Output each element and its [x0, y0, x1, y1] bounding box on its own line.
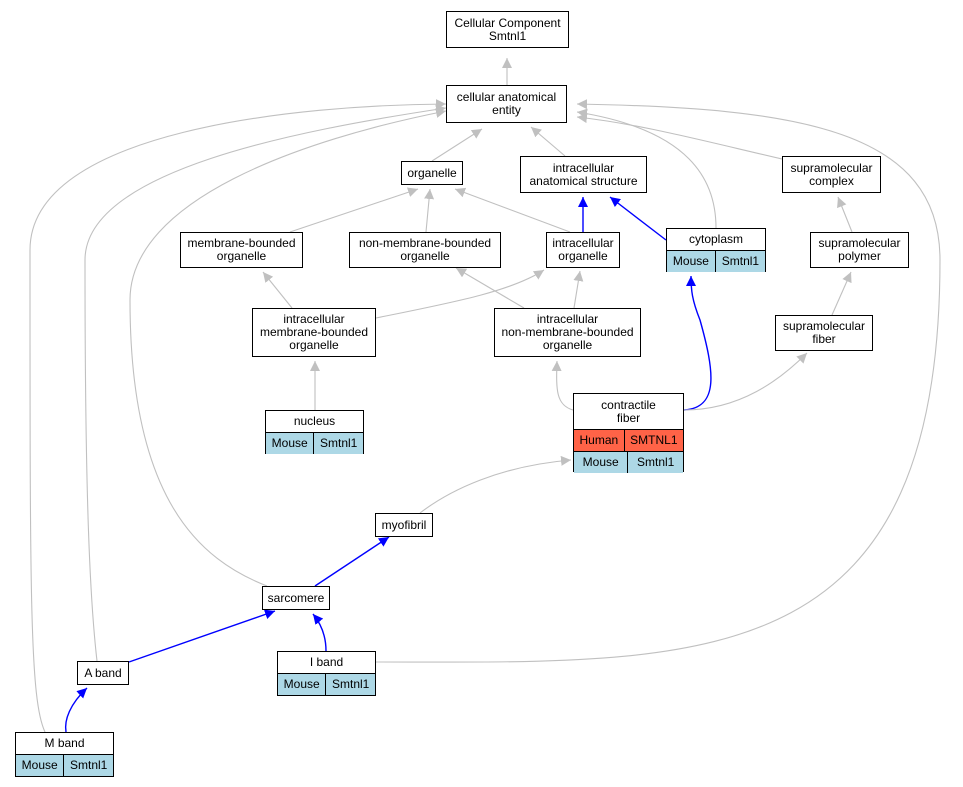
edge-mbo-to-organelle	[289, 187, 419, 233]
node-io[interactable]: intracellular organelle	[546, 232, 620, 268]
node-root[interactable]: Cellular Component Smtnl1	[446, 11, 569, 48]
node-organelle[interactable]: organelle	[401, 161, 463, 185]
edge-mband-to-aband	[64, 687, 88, 733]
edge-sarcomere-to-myofibril	[314, 536, 390, 587]
edge-cfiber-to-supraf	[683, 352, 808, 411]
edge-supraf-to-suprap	[831, 271, 852, 316]
node-label: supramolecular polymer	[818, 236, 901, 263]
node-label: intracellular non-membrane-bounded organ…	[501, 312, 634, 352]
node-label: supramolecular complex	[790, 160, 873, 188]
species-cell: Mouse	[266, 433, 314, 454]
species-cell: Human	[574, 430, 624, 451]
node-sarcomere[interactable]: sarcomere	[262, 586, 330, 610]
node-label: Cellular Component Smtnl1	[454, 15, 561, 43]
node-label: contractile fiber	[601, 397, 656, 425]
edge-inmbo-to-nmbo	[455, 267, 525, 309]
edge-cytoplasm-to-ias	[609, 196, 667, 241]
node-mbo[interactable]: membrane-bounded organelle	[180, 232, 303, 268]
node-label: I band	[309, 655, 344, 669]
gene-cell: Smtnl1	[325, 674, 376, 695]
node-label: myofibril	[381, 517, 427, 532]
edge-suprac-to-cae	[576, 113, 783, 160]
edge-aband-to-sarcomere	[128, 609, 276, 663]
node-imbo[interactable]: intracellular membrane-bounded organelle	[252, 308, 376, 357]
species-cell: Mouse	[16, 755, 64, 776]
gene-cell: Smtnl1	[627, 452, 684, 473]
node-label: cellular anatomical entity	[456, 90, 557, 117]
node-label: M band	[44, 736, 85, 750]
edge-cfiber-to-inmbo	[551, 360, 574, 411]
gene-cell: Smtnl1	[714, 251, 766, 272]
node-label: nucleus	[293, 414, 336, 428]
edge-ias-to-cae	[530, 126, 566, 157]
edge-imbo-to-io	[375, 269, 545, 319]
edge-sarcomere-to-cae	[129, 108, 447, 587]
node-label: supramolecular fiber	[782, 319, 866, 346]
node-suprac[interactable]: supramolecular complex	[782, 156, 881, 193]
node-inmbo[interactable]: intracellular non-membrane-bounded organ…	[494, 308, 641, 357]
edge-io-to-organelle	[454, 187, 571, 233]
node-label: membrane-bounded organelle	[187, 236, 296, 263]
edge-iband-to-cae	[375, 99, 941, 663]
gene-cell: Smtnl1	[63, 755, 114, 776]
edge-myofibril-to-cfiber	[419, 455, 572, 514]
node-nmbo[interactable]: non-membrane-bounded organelle	[349, 232, 501, 268]
edge-suprap-to-suprac	[837, 196, 853, 233]
node-label: intracellular organelle	[552, 236, 614, 263]
node-label: organelle	[407, 165, 457, 180]
edge-cytoplasm-to-cae	[576, 108, 717, 229]
gene-cell: Smtnl1	[313, 433, 364, 454]
node-suprap[interactable]: supramolecular polymer	[810, 232, 909, 268]
node-label: non-membrane-bounded organelle	[358, 236, 492, 263]
edge-inmbo-to-io	[573, 270, 584, 309]
species-cell: Mouse	[667, 251, 715, 272]
edge-layer	[29, 58, 941, 733]
node-supraf[interactable]: supramolecular fiber	[775, 315, 873, 351]
node-cae[interactable]: cellular anatomical entity	[446, 85, 567, 123]
edge-cfiber-to-cytoplasm	[683, 275, 712, 411]
species-cell: Mouse	[574, 452, 628, 473]
node-label: intracellular membrane-bounded organelle	[259, 312, 369, 352]
node-label: intracellular anatomical structure	[529, 160, 638, 188]
node-aband[interactable]: A band	[77, 661, 129, 685]
node-myofibril[interactable]: myofibril	[375, 513, 433, 537]
edge-aband-to-cae	[84, 104, 447, 662]
edge-organelle-to-cae	[431, 128, 483, 162]
edge-nmbo-to-organelle	[424, 188, 435, 233]
node-ias[interactable]: intracellular anatomical structure	[520, 156, 647, 193]
edge-mband-to-cae	[29, 99, 447, 733]
node-label: sarcomere	[267, 590, 325, 605]
node-label: A band	[84, 665, 122, 680]
edge-imbo-to-mbo	[262, 271, 293, 309]
edge-iband-to-sarcomere	[312, 613, 327, 652]
species-cell: Mouse	[278, 674, 326, 695]
node-label: cytoplasm	[688, 232, 744, 246]
gene-cell: SMTNL1	[623, 430, 683, 451]
